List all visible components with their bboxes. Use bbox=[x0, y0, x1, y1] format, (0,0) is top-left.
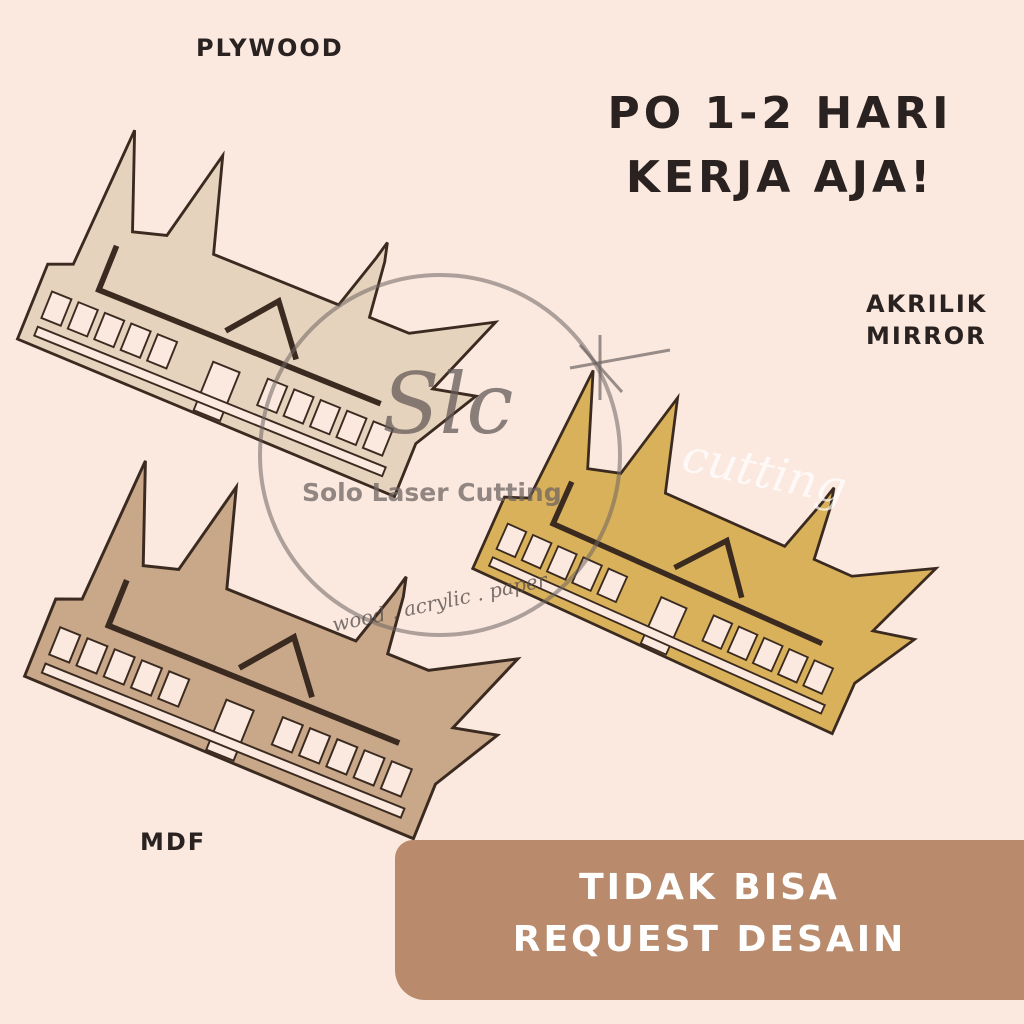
watermark-logo: Slc bbox=[382, 355, 514, 453]
banner-background bbox=[395, 840, 1024, 1000]
headline-line2: KERJA AJA! bbox=[625, 151, 935, 203]
sparkle-icon bbox=[569, 335, 671, 400]
mirror-house bbox=[471, 350, 965, 749]
label-plywood: PLYWOOD bbox=[196, 34, 344, 62]
label-akrilik-mirror: AKRILIK MIRROR bbox=[866, 288, 987, 353]
label-mdf: MDF bbox=[140, 828, 207, 856]
watermark-name: Solo Laser Cutting bbox=[302, 478, 562, 507]
watermark-script: cutting bbox=[678, 428, 852, 515]
label-mirror: MIRROR bbox=[866, 322, 987, 351]
headline: PO 1-2 HARI KERJA AJA! bbox=[600, 82, 960, 210]
label-akrilik: AKRILIK bbox=[866, 290, 988, 318]
watermark-circle bbox=[258, 273, 622, 637]
banner: TIDAK BISA REQUEST DESAIN bbox=[395, 862, 1024, 966]
banner-line1: TIDAK BISA bbox=[579, 867, 840, 908]
headline-line1: PO 1-2 HARI bbox=[607, 88, 953, 139]
banner-line2: REQUEST DESAIN bbox=[512, 919, 907, 961]
